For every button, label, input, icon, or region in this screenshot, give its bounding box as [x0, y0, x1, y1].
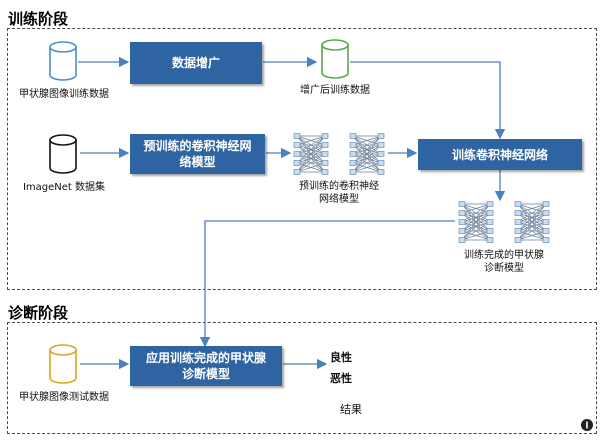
trained-model-label-line1: 训练完成的甲状腺	[464, 250, 544, 261]
network-node	[377, 151, 385, 157]
pretrained-network-label-line1: 预训练的卷积神经	[299, 181, 379, 192]
network-node	[293, 133, 301, 139]
malignant-result: 恶性	[330, 372, 352, 385]
pretrained-network-label-line2: 网络模型	[319, 194, 359, 205]
benign-result: 良性	[330, 351, 352, 364]
network-node	[293, 151, 301, 157]
network-node	[486, 219, 494, 225]
thyroid-test-data-label: 甲状腺图像测试数据	[19, 392, 109, 403]
network-node	[377, 169, 385, 175]
network-node	[542, 201, 550, 207]
network-node	[377, 160, 385, 166]
network-node	[377, 142, 385, 148]
network-node	[542, 237, 550, 243]
network-node	[514, 201, 522, 207]
apply-diagnosis-model-box: 应用训练完成的甲状腺 诊断模型	[130, 346, 282, 386]
network-node	[542, 219, 550, 225]
network-node	[486, 201, 494, 207]
network-node	[542, 228, 550, 234]
pretrain-cnn-box: 预训练的卷积神经网 络模型	[130, 134, 265, 174]
network-node	[349, 169, 357, 175]
apply-diagnosis-model-line1: 应用训练完成的甲状腺	[145, 351, 266, 365]
trained-model-label-line2: 诊断模型	[484, 263, 524, 274]
arrow-augmented-to-train	[350, 61, 506, 140]
network-node	[321, 160, 329, 166]
network-node	[321, 169, 329, 175]
pretrain-cnn-label-line2: 络模型	[179, 155, 216, 169]
imagenet-data-cylinder-icon	[49, 134, 77, 174]
training-stage-frame	[7, 28, 597, 290]
pretrained-network-icon	[293, 133, 385, 175]
network-node	[514, 219, 522, 225]
network-node	[458, 201, 466, 207]
network-node	[321, 151, 329, 157]
thyroid-test-data-cylinder-icon	[49, 344, 77, 384]
network-node	[377, 133, 385, 139]
network-node	[321, 142, 329, 148]
thyroid-train-data-label: 甲状腺图像训练数据	[19, 89, 109, 100]
network-node	[458, 237, 466, 243]
trained-network-icon	[458, 201, 550, 243]
network-node	[514, 210, 522, 216]
network-node	[514, 237, 522, 243]
corner-marker-icon	[581, 419, 593, 431]
pretrained-network-label: 预训练的卷积神经 网络模型	[280, 180, 398, 206]
augmented-data-label: 增广后训练数据	[300, 85, 370, 96]
trained-model-label: 训练完成的甲状腺 诊断模型	[444, 249, 564, 275]
network-node	[349, 160, 357, 166]
network-node	[349, 133, 357, 139]
thyroid-train-data-cylinder-icon	[49, 41, 77, 81]
network-node	[458, 219, 466, 225]
network-node	[349, 151, 357, 157]
network-node	[458, 210, 466, 216]
network-node	[514, 228, 522, 234]
imagenet-data-label: ImageNet 数据集	[22, 182, 106, 193]
pretrain-cnn-label-line1: 预训练的卷积神经网	[143, 139, 252, 153]
train-cnn-box: 训练卷积神经网络	[418, 139, 582, 170]
network-node	[293, 169, 301, 175]
data-augmentation-label: 数据增广	[171, 56, 220, 70]
network-node	[542, 210, 550, 216]
apply-diagnosis-model-line2: 诊断模型	[181, 367, 230, 381]
network-node	[349, 142, 357, 148]
network-node	[293, 142, 301, 148]
network-node	[321, 133, 329, 139]
network-node	[458, 228, 466, 234]
diagnosis-stage-title: 诊断阶段	[8, 304, 69, 322]
diagnosis-stage-frame	[7, 322, 597, 434]
network-node	[486, 228, 494, 234]
augmented-data-cylinder-icon	[321, 39, 349, 79]
train-cnn-label: 训练卷积神经网络	[451, 147, 548, 162]
training-stage-title: 训练阶段	[8, 10, 69, 28]
network-node	[293, 160, 301, 166]
data-augmentation-box: 数据增广	[130, 42, 262, 84]
network-node	[486, 237, 494, 243]
network-node	[486, 210, 494, 216]
arrow-trained-to-apply	[199, 220, 455, 348]
result-label: 结果	[340, 403, 362, 416]
